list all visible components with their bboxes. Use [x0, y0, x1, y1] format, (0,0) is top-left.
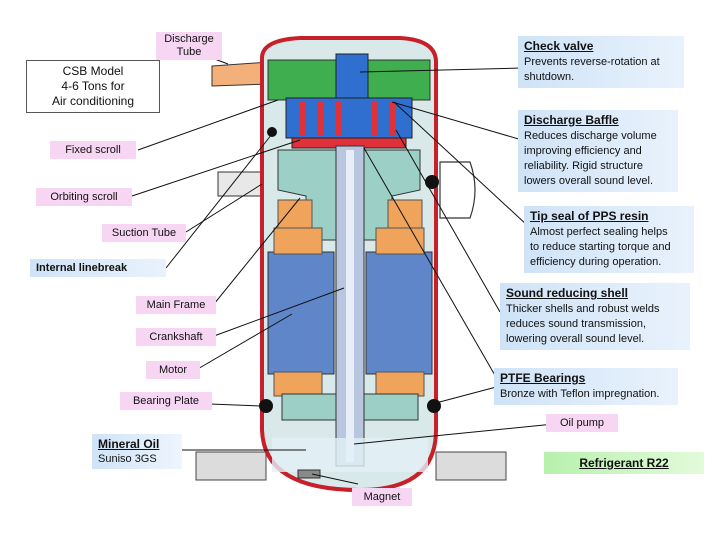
- label-fixed-scroll: Fixed scroll: [50, 141, 136, 159]
- leader-lines: [131, 51, 555, 485]
- discharge-baffle-desc-1: Reduces discharge volume: [524, 130, 657, 142]
- suction-tube-text: Suction Tube: [111, 227, 177, 239]
- mineral-oil-desc: Suniso 3GS: [98, 453, 157, 465]
- magnet-block: [297, 469, 321, 479]
- weld-dot-top-right: [425, 175, 439, 189]
- orbiting-scroll-text: Orbiting scroll: [50, 191, 118, 203]
- tip-seal-desc-1: Almost perfect sealing helps: [530, 226, 668, 238]
- label-orbiting-scroll: Orbiting scroll: [36, 188, 132, 206]
- terminal-box: [439, 161, 476, 219]
- crankshaft-core: [346, 150, 354, 462]
- discharge-baffle-desc-3: reliability. Rigid structure: [524, 160, 644, 172]
- callout-ptfe: PTFE Bearings Bronze with Teflon impregn…: [494, 368, 678, 405]
- oil-pump-text: Oil pump: [559, 417, 605, 429]
- coil-bottom-right: [375, 371, 425, 397]
- tip-seal-desc-3: efficiency during operation.: [530, 256, 662, 268]
- label-main-frame: Main Frame: [136, 296, 216, 314]
- sound-shell-desc-3: lowering overall sound level.: [506, 333, 645, 345]
- model-line-2: 4-6 Tons for: [61, 79, 125, 93]
- check-valve-title: Check valve: [524, 39, 594, 53]
- weld-dot-left: [259, 399, 273, 413]
- sound-shell-desc-2: reduces sound transmission,: [506, 318, 647, 330]
- label-internal-linebreak: Internal linebreak: [30, 259, 166, 277]
- callout-check-valve: Check valve Prevents reverse-rotation at…: [518, 36, 684, 88]
- callout-tip-seal: Tip seal of PPS resin Almost perfect sea…: [524, 206, 694, 273]
- refrigerant-text: Refrigerant R22: [579, 456, 669, 470]
- label-model: CSB Model 4-6 Tons for Air conditioning: [26, 60, 160, 113]
- motor-text: Motor: [158, 364, 188, 376]
- internal-linebreak-text: Internal linebreak: [36, 262, 128, 274]
- main-frame-text: Main Frame: [146, 299, 206, 311]
- magnet-text: Magnet: [363, 491, 401, 503]
- label-oil-pump: Oil pump: [546, 414, 618, 432]
- left-foot: [195, 451, 267, 481]
- label-crankshaft: Crankshaft: [136, 328, 216, 346]
- label-mineral-oil: Mineral Oil Suniso 3GS: [92, 434, 182, 469]
- right-foot: [435, 451, 507, 481]
- label-discharge-tube: Discharge Tube: [156, 32, 222, 60]
- label-bearing-plate: Bearing Plate: [120, 392, 212, 410]
- tip-seal-desc-2: to reduce starting torque and: [530, 241, 671, 253]
- crankshaft-text: Crankshaft: [149, 331, 203, 343]
- coil-top-right: [375, 227, 425, 255]
- sound-shell-title: Sound reducing shell: [506, 286, 629, 300]
- ptfe-desc-1: Bronze with Teflon impregnation.: [500, 388, 660, 400]
- sound-shell-desc-1: Thicker shells and robust welds: [506, 303, 660, 315]
- discharge-baffle-desc-4: lowers overall sound level.: [524, 175, 654, 187]
- coil-top-left: [273, 227, 323, 255]
- label-magnet: Magnet: [352, 488, 412, 506]
- discharge-baffle-title: Discharge Baffle: [524, 113, 619, 127]
- ptfe-title: PTFE Bearings: [500, 371, 586, 385]
- weld-dot-right: [427, 399, 441, 413]
- discharge-baffle-desc-2: improving efficiency and: [524, 145, 642, 157]
- scroll-wraps: [300, 102, 396, 136]
- motor-stator-right: [365, 251, 433, 375]
- fixed-scroll-text: Fixed scroll: [65, 144, 121, 156]
- label-refrigerant: Refrigerant R22: [544, 452, 704, 474]
- label-motor: Motor: [146, 361, 200, 379]
- oil-sump: [272, 438, 428, 472]
- label-suction-tube: Suction Tube: [102, 224, 186, 242]
- tip-seal-title: Tip seal of PPS resin: [530, 209, 649, 223]
- coil-bottom-left: [273, 371, 323, 397]
- bearing-plate-text: Bearing Plate: [132, 395, 200, 407]
- discharge-tube-text: Discharge Tube: [164, 33, 214, 58]
- check-valve-desc-1: Prevents reverse-rotation at: [524, 56, 660, 68]
- model-line-1: CSB Model: [62, 64, 124, 78]
- callout-sound-shell: Sound reducing shell Thicker shells and …: [500, 283, 690, 350]
- check-valve-body: [335, 53, 369, 99]
- mineral-oil-title: Mineral Oil: [98, 437, 160, 451]
- linebreak-dot: [267, 127, 277, 137]
- model-line-3: Air conditioning: [51, 94, 135, 108]
- check-valve-desc-2: shutdown.: [524, 71, 575, 83]
- motor-stator-left: [267, 251, 335, 375]
- callout-discharge-baffle: Discharge Baffle Reduces discharge volum…: [518, 110, 678, 192]
